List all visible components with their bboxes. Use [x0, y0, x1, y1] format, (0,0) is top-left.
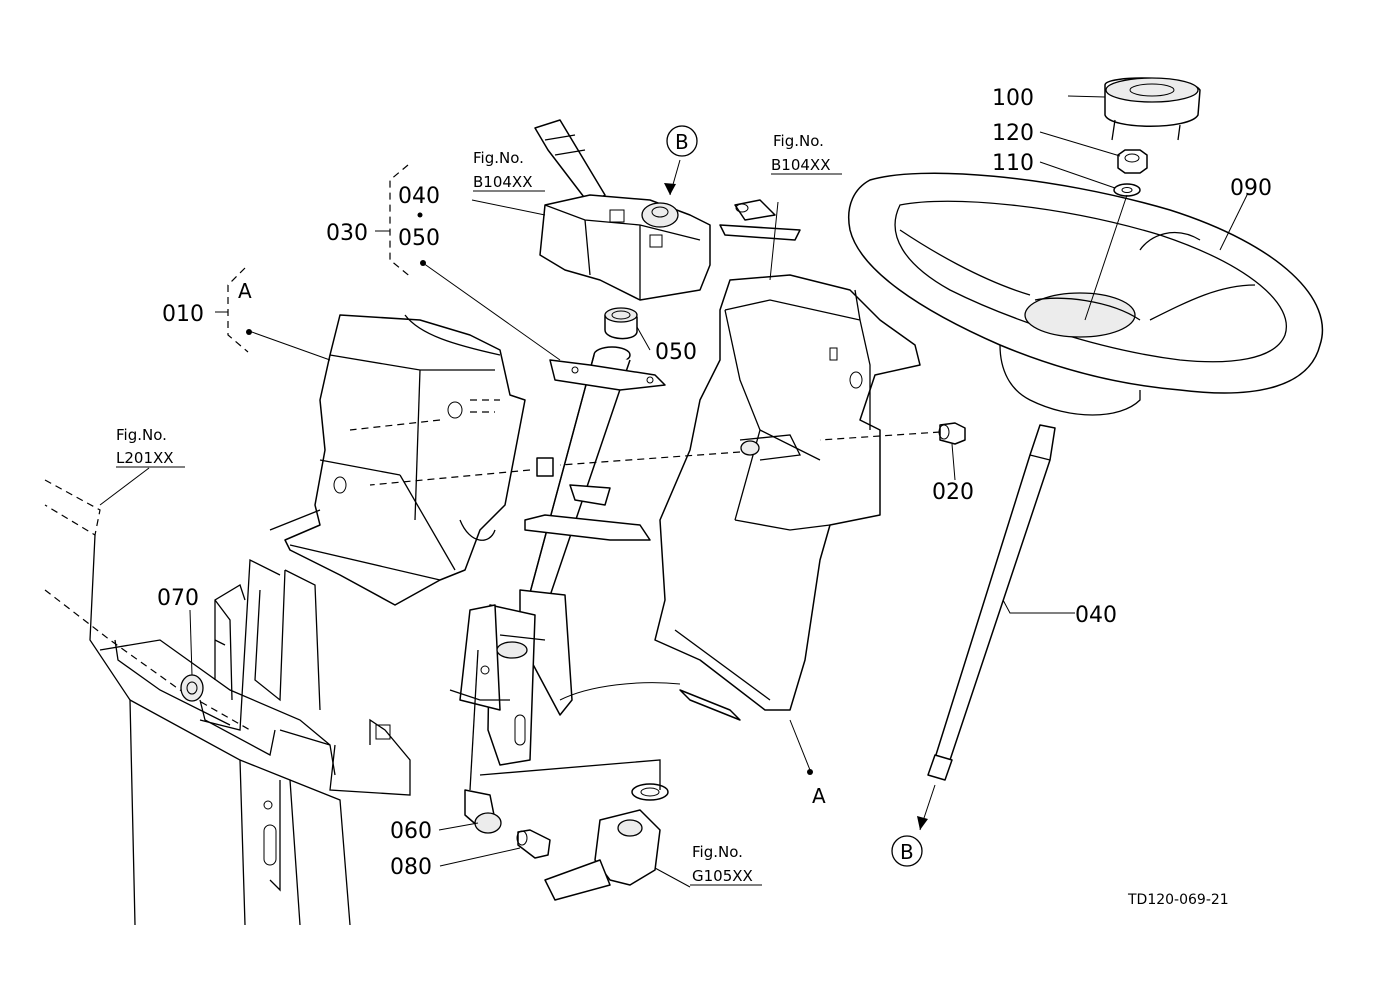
- fig-ref-2-prefix: Fig.No.: [773, 132, 824, 150]
- fig-ref-3-code: L201XX: [116, 449, 174, 467]
- label-a-point: A: [812, 784, 826, 808]
- fig-ref-4-code: G105XX: [692, 867, 753, 885]
- part-030-switch-assembly: [534, 119, 711, 301]
- label-070: 070: [157, 586, 199, 611]
- label-110: 110: [992, 151, 1034, 176]
- fig-ref-1-prefix: Fig.No.: [473, 149, 524, 167]
- label-030: 030: [326, 221, 368, 246]
- part-090-steering-wheel: [848, 172, 1324, 416]
- part-labels: 100 120 110 090 040 020 050 040 050 030 …: [116, 86, 1272, 908]
- part-110-washer: [1113, 183, 1141, 197]
- arrow-heads: [664, 183, 928, 830]
- part-050-bushing: [604, 307, 638, 340]
- part-070-mount: [180, 674, 204, 702]
- part-020-screw: [938, 422, 966, 445]
- label-b-top: B: [675, 130, 689, 154]
- label-100: 100: [992, 86, 1034, 111]
- drawing-code: TD120-069-21: [1127, 892, 1229, 908]
- part-100-horn-cap: [1104, 77, 1201, 141]
- label-b-bottom: B: [900, 840, 914, 864]
- fig-ref-3-prefix: Fig.No.: [116, 426, 167, 444]
- bracket-markers: [215, 164, 813, 775]
- dashboard-frame: [44, 479, 411, 926]
- part-060-bracket: [464, 649, 502, 834]
- part-080-screw: [516, 829, 551, 859]
- universal-joint: [479, 759, 669, 901]
- fig-ref-4-prefix: Fig.No.: [692, 843, 743, 861]
- part-010-lower-cover: [269, 314, 526, 606]
- label-060: 060: [390, 819, 432, 844]
- steering-column: [449, 346, 666, 766]
- callout-b-circles: [666, 125, 923, 867]
- upper-right-cover: [654, 274, 921, 721]
- label-020: 020: [932, 480, 974, 505]
- part-040-steering-shaft: [927, 424, 1056, 781]
- fig-ref-underlines: [116, 173, 842, 886]
- label-040-shaft: 040: [1075, 603, 1117, 628]
- label-080: 080: [390, 855, 432, 880]
- part-120-nut: [1117, 149, 1148, 174]
- fig-ref-2-code: B104XX: [771, 156, 830, 174]
- label-040-group: 040: [398, 184, 440, 209]
- leader-lines: [99, 95, 1249, 888]
- cover-clip: [719, 199, 801, 241]
- label-050-group: 050: [398, 226, 440, 251]
- label-a-group: A: [238, 279, 252, 303]
- label-050-bushing: 050: [655, 340, 697, 365]
- label-090: 090: [1230, 176, 1272, 201]
- label-120: 120: [992, 121, 1034, 146]
- fig-ref-1-code: B104XX: [473, 173, 532, 191]
- label-010: 010: [162, 302, 204, 327]
